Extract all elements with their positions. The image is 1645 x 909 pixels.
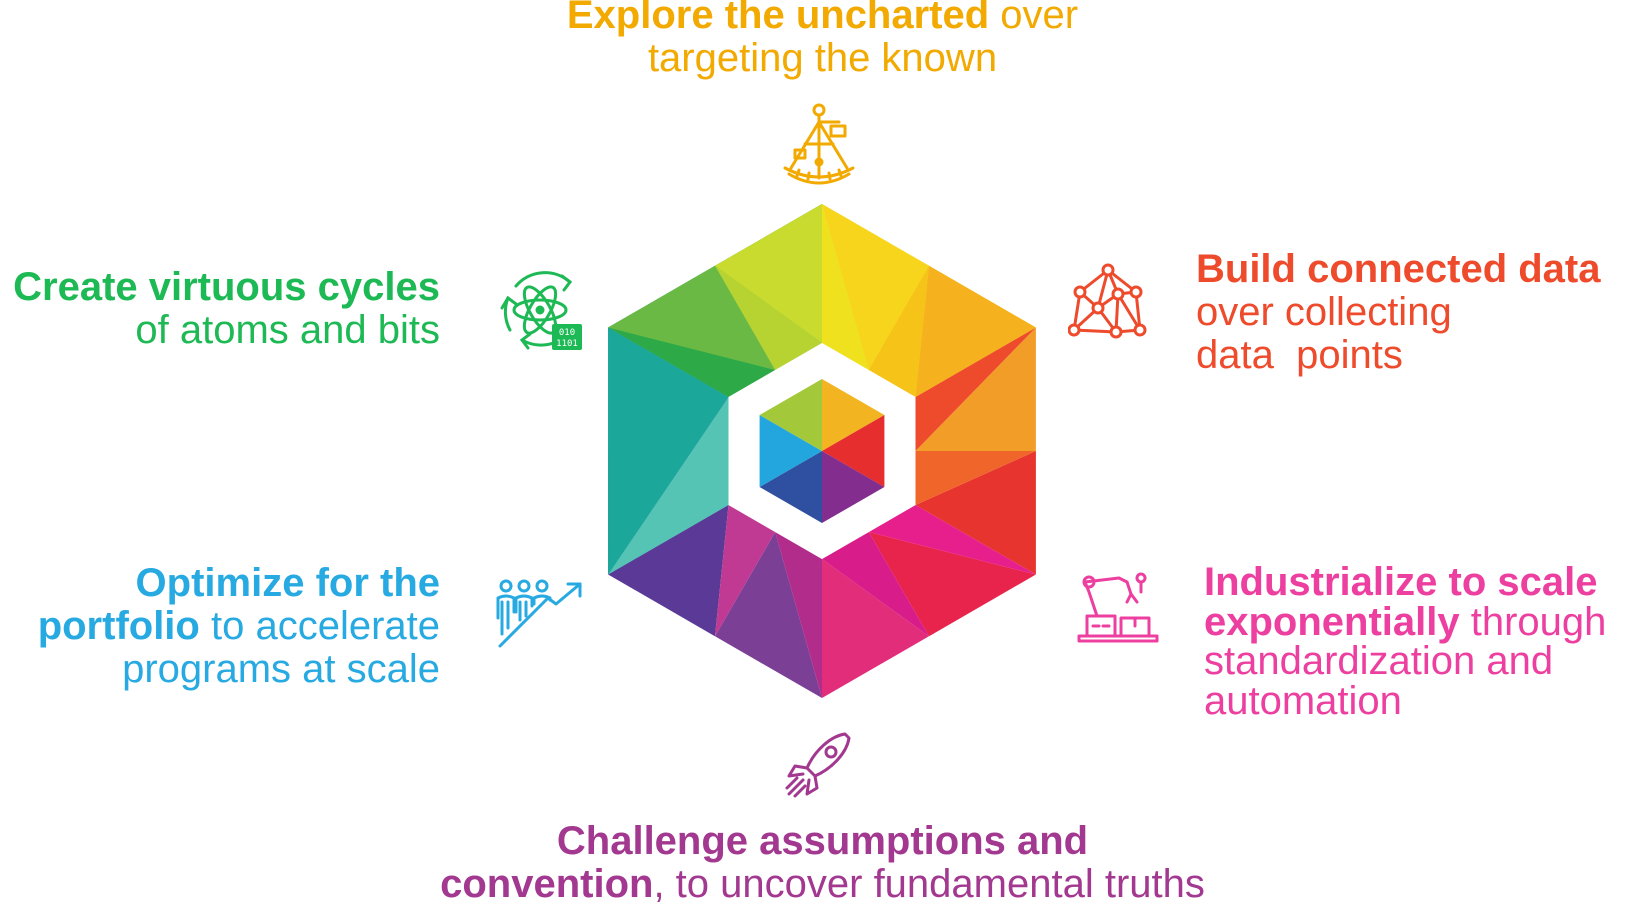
hex-facet	[915, 265, 1036, 397]
hex-facet	[715, 505, 776, 637]
rocket-icon	[785, 732, 851, 798]
principle-portfolio-strong2: portfolio	[37, 604, 200, 649]
hex-facet	[915, 451, 1036, 505]
principle-portfolio-rest2: to accelerate	[199, 604, 440, 649]
hex-facet	[775, 532, 822, 698]
principle-challenge-strong2: convention	[440, 862, 654, 907]
hex-facet	[822, 204, 929, 370]
hex-facet	[915, 451, 1036, 575]
principle-industrialize-line4: automation	[1204, 678, 1402, 723]
sextant-icon	[783, 103, 855, 185]
principle-challenge: Challenge assumptions and convention, to…	[0, 819, 1645, 907]
principle-challenge-rest2: , to uncover fundamental truths	[653, 862, 1205, 907]
hex-facet	[608, 327, 729, 575]
team-growth-icon	[496, 579, 582, 648]
hex-facet	[822, 204, 869, 370]
binary-text-1: 010	[559, 328, 575, 338]
hex-facet	[608, 327, 776, 397]
principle-explore-rest: over	[989, 0, 1079, 37]
principle-connected-data: Build connected data over collecting dat…	[1196, 247, 1601, 378]
principle-challenge-strong1: Challenge assumptions and	[556, 819, 1089, 863]
hex-facet	[868, 265, 929, 397]
principle-virtuous-cycles-line2: of atoms and bits	[135, 308, 440, 353]
principle-industrialize-strong2: exponentially	[1204, 599, 1460, 644]
hex-facet	[915, 327, 1036, 451]
robot-arm-icon	[1077, 572, 1159, 643]
principle-industrialize-rest2: through	[1459, 599, 1607, 644]
principle-connected-data-line3: data points	[1196, 333, 1403, 378]
principle-virtuous-cycles: Create virtuous cycles of atoms and bits	[13, 265, 440, 353]
principle-explore-line2: targeting the known	[647, 36, 998, 81]
hex-facet	[868, 532, 1036, 637]
hex-facet	[715, 532, 822, 698]
hex-center-facet	[759, 451, 822, 523]
hex-center-facet	[822, 415, 885, 487]
principle-industrialize: Industrialize to scale exponentially thr…	[1204, 560, 1607, 723]
principle-portfolio: Optimize for the portfolio to accelerate…	[37, 561, 440, 692]
principle-industrialize-line3: standardization and	[1204, 639, 1554, 684]
hex-facet	[715, 204, 822, 343]
principle-portfolio-strong1: Optimize for the	[135, 561, 440, 605]
hex-center-facet	[822, 379, 885, 451]
binary-text-2: 1101	[556, 339, 578, 349]
hex-facet	[608, 397, 729, 575]
hex-center-facet	[759, 379, 822, 451]
hex-facet	[822, 532, 929, 637]
network-graph-icon	[1068, 263, 1147, 339]
hex-center-facet	[822, 451, 885, 523]
principle-virtuous-cycles-strong: Create virtuous cycles	[13, 265, 440, 309]
hex-center-facet	[759, 415, 822, 487]
principle-connected-data-strong: Build connected data	[1196, 247, 1601, 291]
hex-facet	[715, 265, 822, 370]
principle-explore-strong: Explore the uncharted	[566, 0, 990, 37]
hex-facet	[868, 505, 1036, 575]
principle-portfolio-line3: programs at scale	[122, 647, 440, 692]
principle-explore: Explore the uncharted over targeting the…	[0, 0, 1645, 80]
hex-facet	[822, 559, 929, 698]
atom-cycle-icon: 010 1101	[500, 271, 582, 350]
principle-connected-data-line2: over collecting	[1196, 290, 1452, 335]
principle-industrialize-strong1: Industrialize to scale	[1204, 560, 1598, 604]
hex-facet	[608, 505, 729, 637]
hex-facet	[608, 265, 776, 370]
